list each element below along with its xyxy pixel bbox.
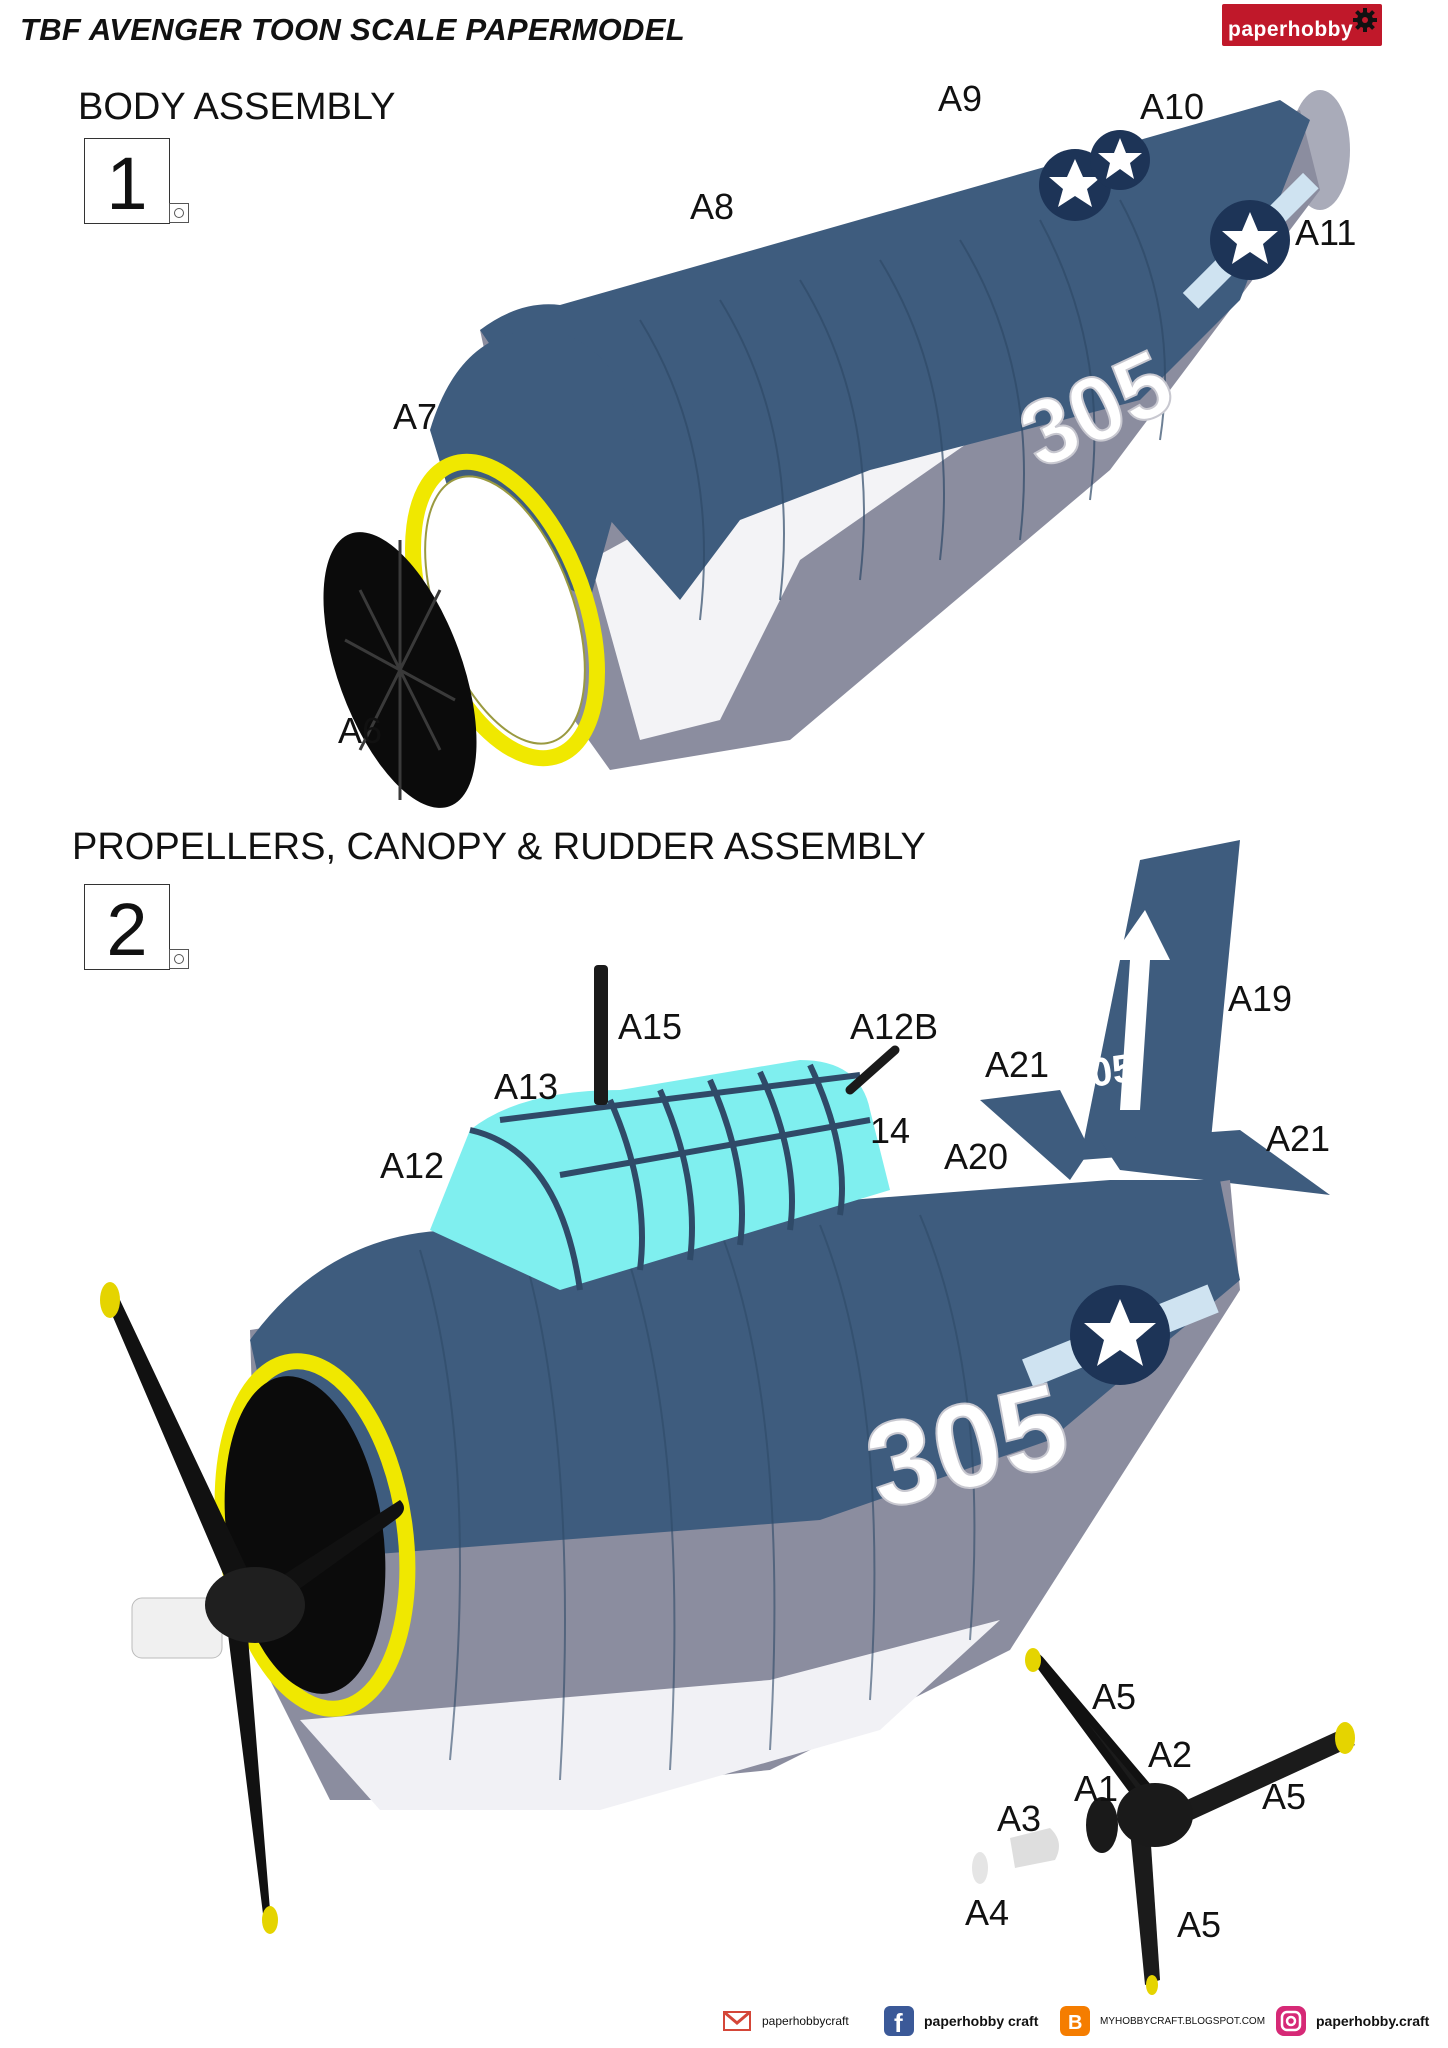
part-label-a1: A1	[1074, 1768, 1119, 1809]
checkbox-icon	[169, 203, 189, 223]
step-1-number: 1	[106, 142, 148, 225]
blogger-icon: B	[1060, 2006, 1090, 2036]
svg-text:f: f	[894, 2008, 903, 2036]
part-label-a2: A2	[1148, 1734, 1193, 1775]
tail-fin-part	[1080, 840, 1240, 1160]
main-propeller	[100, 1282, 404, 1934]
spinner-a3	[1010, 1828, 1059, 1868]
footer-gmail-text: paperhobbycraft	[762, 2014, 849, 2028]
hub-a2	[1117, 1783, 1193, 1847]
step-1-number-box: 1	[84, 138, 189, 225]
part-label-a4: A4	[965, 1892, 1010, 1933]
part-label-a11: A11	[1295, 212, 1357, 253]
footer-facebook-text: paperhobby craft	[924, 2013, 1039, 2029]
tail-number: 305	[1065, 1046, 1137, 1099]
step-2-number-box: 2	[84, 884, 189, 971]
fuselage-white-belly	[300, 1620, 1000, 1810]
roundel-3	[1182, 172, 1319, 309]
fuselage-top	[480, 100, 1310, 600]
part-label-a5-top: A5	[1092, 1676, 1137, 1717]
disc-a1	[1086, 1797, 1118, 1853]
step-2-number: 2	[106, 888, 148, 971]
part-label-a8: A8	[690, 186, 735, 227]
part-label-a19: A19	[1228, 978, 1293, 1019]
tail-arrow	[1110, 910, 1170, 1110]
part-label-a5-bottom: A5	[1177, 1904, 1222, 1945]
footer-blog: B MYHOBBYCRAFT.BLOGSPOT.COM	[1060, 2006, 1265, 2036]
part-label-a10: A10	[1140, 86, 1205, 127]
part-label-a6: A6	[338, 710, 383, 751]
cap-a4	[972, 1852, 988, 1884]
footer-instagram: paperhobby.craft	[1276, 2006, 1429, 2036]
part-label-a15: A15	[618, 1006, 683, 1047]
svg-text:B: B	[1068, 2012, 1082, 2034]
part-label-a5-right: A5	[1262, 1776, 1307, 1817]
page-title: TBF AVENGER TOON SCALE PAPERMODEL	[20, 12, 685, 47]
footer-instagram-text: paperhobby.craft	[1316, 2013, 1430, 2029]
footer-gmail: paperhobbycraft	[722, 2006, 849, 2036]
part-label-a12: A12	[380, 1145, 445, 1186]
brand-logo: paperhobby	[1222, 4, 1382, 46]
roundel-4	[1022, 1284, 1219, 1388]
footer: paperhobbycraft f paperhobby craft B MYH…	[0, 1990, 1448, 2046]
step-1-title: BODY ASSEMBLY	[78, 86, 396, 128]
antenna-mast	[594, 965, 608, 1105]
part-label-a21-left: A21	[985, 1044, 1050, 1085]
body-assembly-illustration: 305	[323, 90, 1350, 808]
part-label-a20: A20	[944, 1136, 1009, 1177]
roundel-2	[1090, 130, 1150, 190]
part-label-a13: A13	[494, 1066, 559, 1107]
instagram-icon	[1276, 2006, 1306, 2036]
step-2-title: PROPELLERS, CANOPY & RUDDER ASSEMBLY	[72, 826, 926, 868]
antenna-a12b	[845, 1045, 900, 1095]
gmail-icon	[723, 2010, 751, 2031]
part-label-a21-right: A21	[1266, 1118, 1331, 1159]
stabilizer-right	[1100, 1130, 1330, 1195]
part-label-a7: A7	[393, 396, 438, 437]
footer-blog-text: MYHOBBYCRAFT.BLOGSPOT.COM	[1100, 2015, 1266, 2027]
footer-facebook: f paperhobby craft	[884, 2006, 1038, 2036]
stabilizer-left	[980, 1090, 1090, 1180]
exploded-propeller	[972, 1648, 1355, 1995]
facebook-icon: f	[884, 2006, 914, 2036]
part-label-a9: A9	[938, 78, 983, 119]
brand-name: paperhobby	[1228, 18, 1354, 41]
part-label-14: 14	[870, 1110, 911, 1151]
checkbox-icon	[169, 949, 189, 969]
part-label-a3: A3	[997, 1798, 1042, 1839]
gear-icon	[1353, 8, 1377, 32]
part-label-a12b: A12B	[850, 1006, 939, 1047]
fuselage-top-2	[250, 1180, 1240, 1560]
